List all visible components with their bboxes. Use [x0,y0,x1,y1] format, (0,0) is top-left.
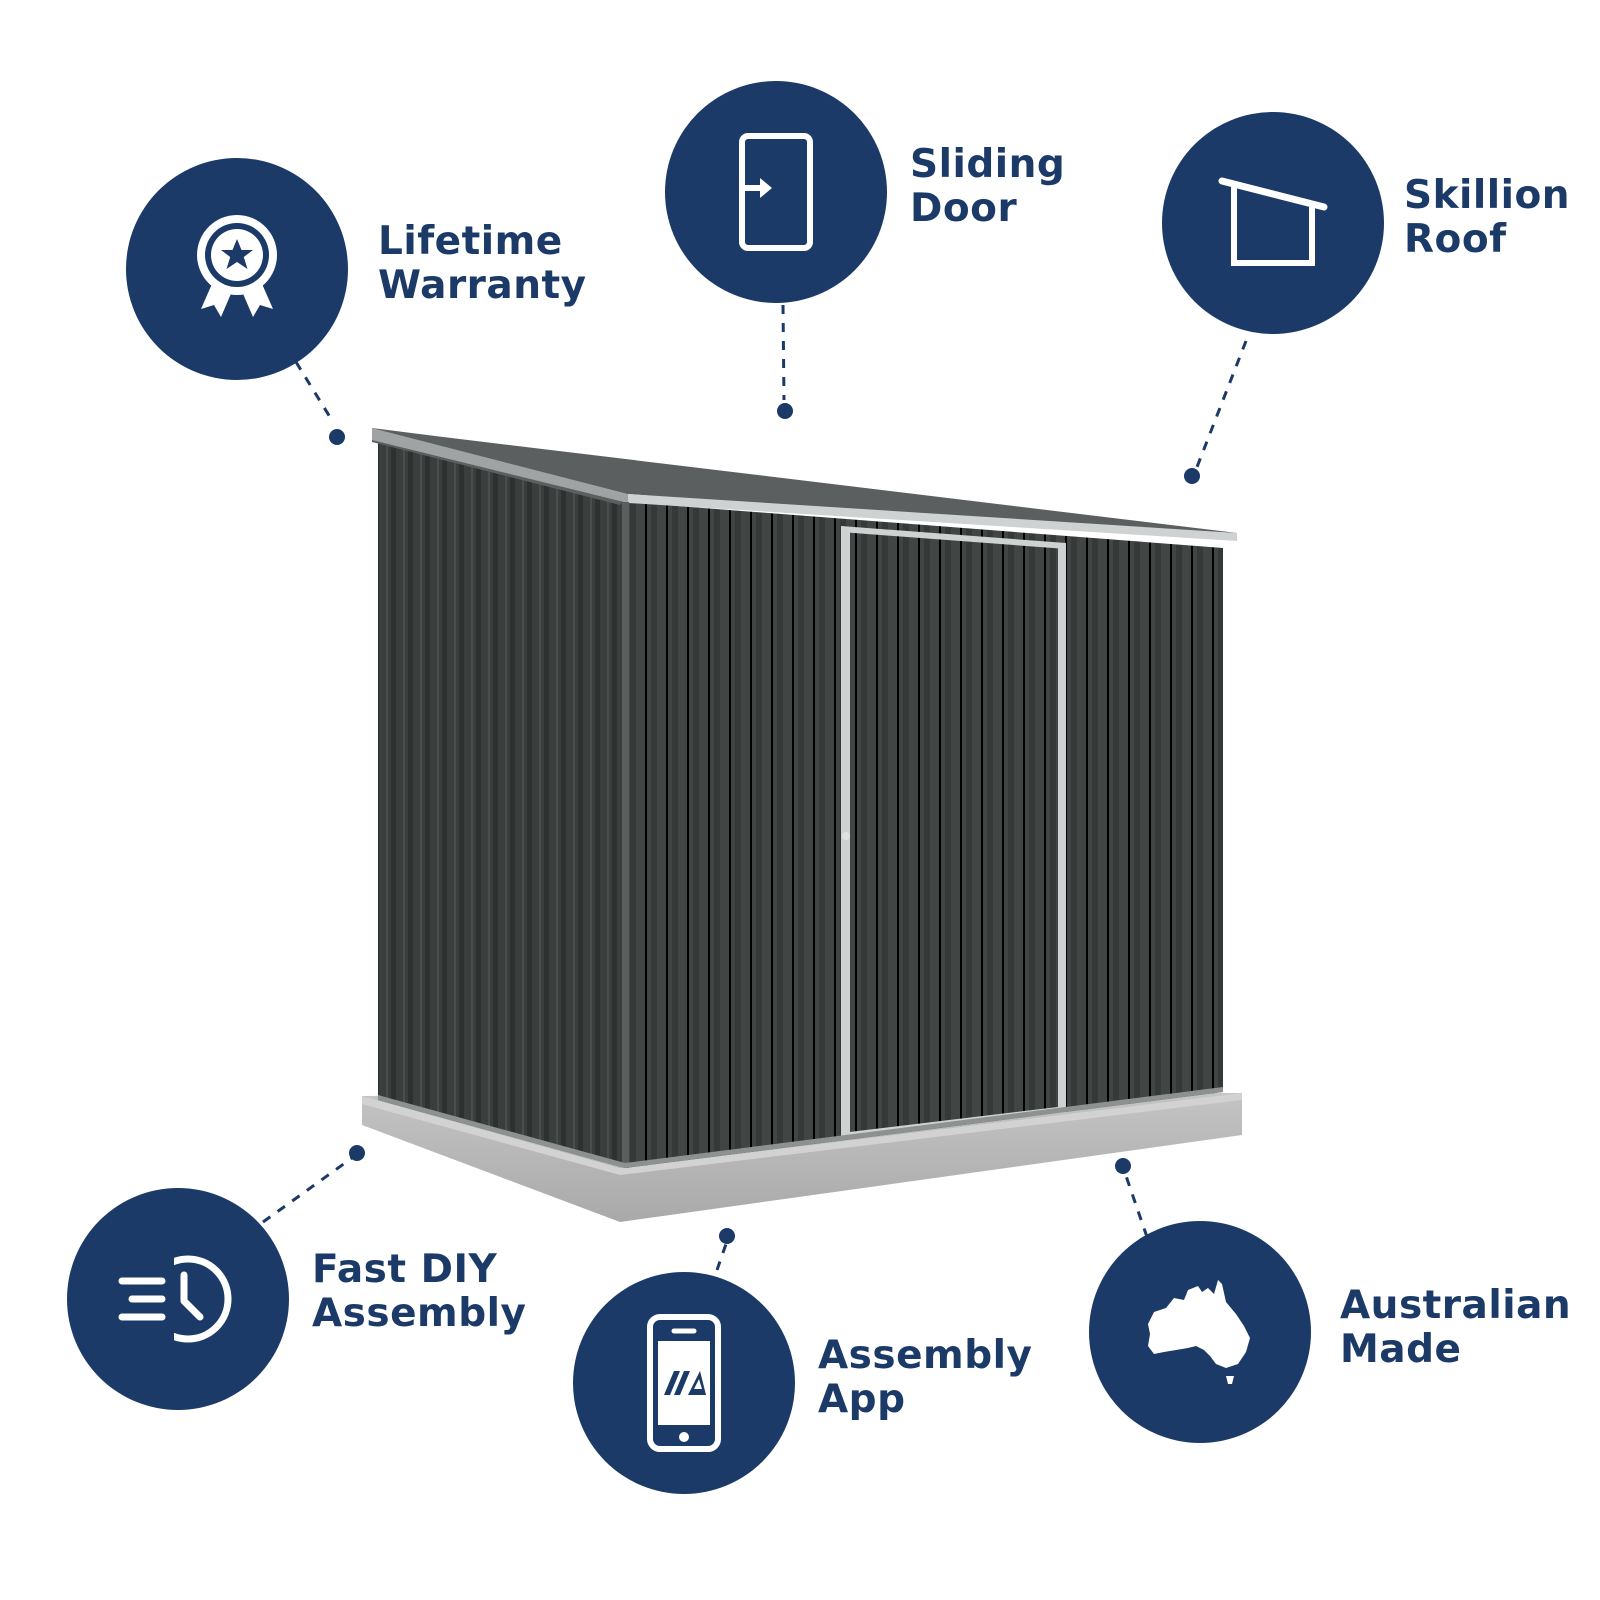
australia-map-icon [1148,1280,1250,1384]
lifetime-warranty-line1: Lifetime [378,219,563,264]
connector-fast [262,1156,353,1224]
skillion-roof-label: Skillion Roof [1404,174,1570,262]
fast-diy-assembly-badge [67,1188,289,1410]
fast-diy-assembly-label: Fast DIY Assembly [312,1248,526,1336]
fast-diy-assembly-line2: Assembly [312,1291,527,1336]
assembly-app-badge [573,1272,795,1494]
australian-made-line2: Made [1340,1327,1462,1372]
shed-corner-trim [622,502,629,1168]
shed-roof [372,428,1237,540]
shed-roof-edge-side [372,428,628,503]
lifetime-warranty-badge [126,158,348,380]
connector-dot-door [777,403,793,419]
smartphone-app-icon [647,1314,721,1452]
sliding-door-label: Sliding Door [910,143,1065,231]
connector-dot-app [719,1228,735,1244]
skillion-roof-line2: Roof [1404,217,1507,262]
sliding-door-badge [665,81,887,303]
sliding-door-icon [739,133,813,251]
skillion-roof-line1: Skillion [1404,173,1571,218]
fast-clock-icon [118,1249,232,1349]
assembly-app-line1: Assembly [818,1333,1033,1378]
connector-dot-roof [1184,468,1200,484]
lifetime-warranty-label: Lifetime Warranty [378,220,587,308]
assembly-app-label: Assembly App [818,1334,1032,1422]
door-handle [842,832,850,840]
australian-made-label: Australian Made [1340,1284,1571,1372]
connector-australia [1123,1172,1149,1238]
australian-made-line1: Australian [1340,1283,1572,1328]
skillion-roof-icon [1218,177,1328,266]
connector-dot-australia [1115,1158,1131,1174]
connector-roof [1195,340,1248,468]
connector-dot-warranty [329,429,345,445]
australian-made-badge [1089,1221,1311,1443]
shed-roof-edge [628,494,1237,541]
sliding-door-line2: Door [910,186,1018,231]
sliding-door-line1: Sliding [910,142,1066,187]
connector-dot-fast [349,1145,365,1161]
shed-front-wall [625,502,1223,1168]
connector-app [715,1243,728,1271]
lifetime-warranty-line2: Warranty [378,263,587,308]
shed-side-wall [378,443,625,1168]
fast-diy-assembly-line1: Fast DIY [312,1247,498,1292]
skillion-roof-badge [1162,112,1384,334]
award-ribbon-star-icon [197,215,277,317]
assembly-app-line2: App [818,1377,906,1422]
connector-warranty [294,361,335,423]
connector-door [781,304,786,401]
